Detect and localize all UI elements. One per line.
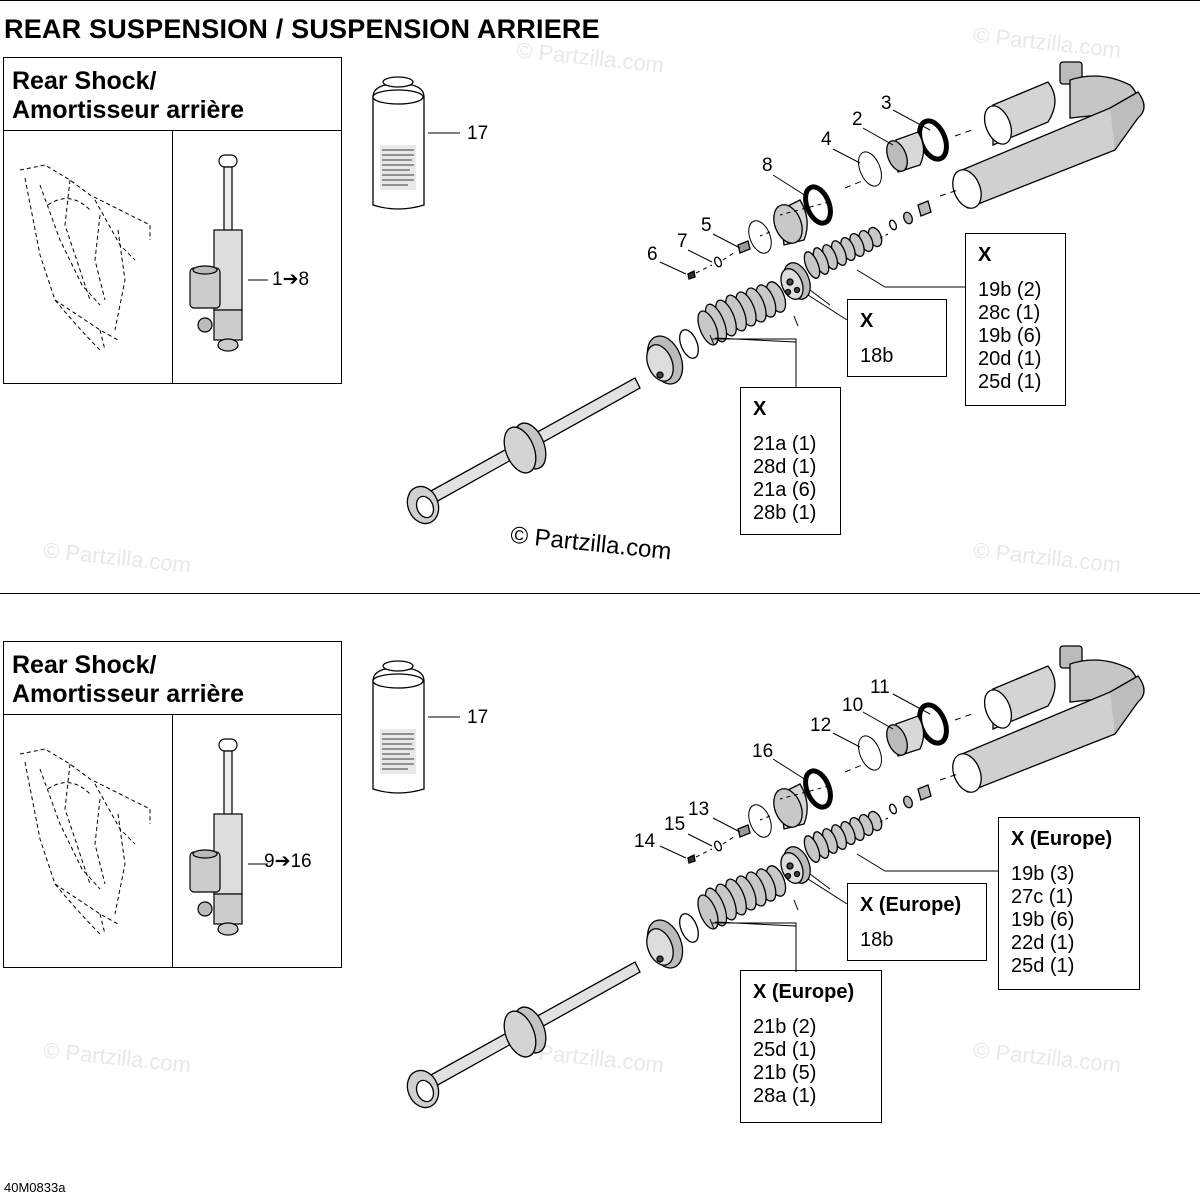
inset-divider <box>172 130 173 383</box>
parts-box-line: 21a (6) <box>753 479 817 501</box>
bottle-callout: 17 <box>467 707 489 728</box>
callout-4: 4 <box>821 129 832 150</box>
callout-7: 7 <box>677 231 688 252</box>
parts-box-line: 25d (1) <box>1011 955 1075 977</box>
callout-5: 5 <box>701 215 712 236</box>
panel-2-drawing <box>19 646 1144 1112</box>
parts-box-line: 21a (1) <box>753 433 817 455</box>
inset-title-line-2: Amortisseur arrière <box>12 96 245 124</box>
inset-callout: 1➔8 <box>272 269 310 290</box>
callout-15: 15 <box>664 814 686 835</box>
parts-box-a: X 18b <box>847 299 947 377</box>
parts-box-b: X 19b (2) 28c (1) 19b (6) 20d (1) 25d (1… <box>965 233 1066 406</box>
inset-title-line-1: Rear Shock/ <box>12 651 157 679</box>
page-title: REAR SUSPENSION / SUSPENSION ARRIERE <box>4 14 600 44</box>
parts-box-line: 19b (3) <box>1011 863 1075 885</box>
panel-1-drawing <box>19 62 1144 528</box>
parts-box-header: X <box>978 244 992 266</box>
inset-title-area: Rear Shock/ Amortisseur arrière <box>4 58 341 131</box>
parts-box-c: X 21a (1) 28d (1) 21a (6) 28b (1) <box>740 387 841 535</box>
inset-title-line-1: Rear Shock/ <box>12 67 157 95</box>
parts-box-line: 21b (2) <box>753 1016 817 1038</box>
callout-14: 14 <box>634 831 656 852</box>
callout-8: 8 <box>762 155 773 176</box>
callout-11: 11 <box>870 677 890 698</box>
parts-box-line: 20d (1) <box>978 348 1042 370</box>
parts-box-line: 21b (5) <box>753 1062 817 1084</box>
parts-box-line: 25d (1) <box>753 1039 817 1061</box>
parts-box-a: X (Europe) 18b <box>847 883 987 961</box>
callout-13: 13 <box>688 799 710 820</box>
callout-2: 2 <box>852 109 863 130</box>
top-rule <box>0 0 1200 1</box>
parts-box-header: X <box>753 398 767 420</box>
parts-box-header: X (Europe) <box>860 894 962 916</box>
parts-box-line: 25d (1) <box>978 371 1042 393</box>
parts-box-line: 28d (1) <box>753 456 817 478</box>
parts-box-b: X (Europe) 19b (3) 27c (1) 19b (6) 22d (… <box>998 817 1140 990</box>
inset-box: Rear Shock/ Amortisseur arrière <box>3 641 342 968</box>
inset-title-area: Rear Shock/ Amortisseur arrière <box>4 642 341 715</box>
inset-callout: 9➔16 <box>264 851 312 872</box>
parts-box-line: 18b <box>860 345 894 367</box>
parts-box-line: 19b (2) <box>978 279 1042 301</box>
parts-box-c: X (Europe) 21b (2) 25d (1) 21b (5) 28a (… <box>740 970 882 1123</box>
parts-box-line: 28c (1) <box>978 302 1041 324</box>
bottle-callout: 17 <box>467 123 489 144</box>
callout-16: 16 <box>752 741 774 762</box>
parts-box-line: 18b <box>860 929 894 951</box>
callout-3: 3 <box>881 93 892 114</box>
parts-box-line: 28b (1) <box>753 502 817 524</box>
panel-separator <box>0 593 1200 594</box>
parts-box-header: X (Europe) <box>1011 828 1113 850</box>
parts-box-header: X <box>860 310 874 332</box>
parts-box-line: 27c (1) <box>1011 886 1074 908</box>
parts-box-line: 19b (6) <box>1011 909 1075 931</box>
inset-divider <box>172 714 173 967</box>
drawing-reference: 40M0833a <box>4 1180 66 1195</box>
parts-box-line: 28a (1) <box>753 1085 817 1107</box>
parts-box-line: 19b (6) <box>978 325 1042 347</box>
inset-title-line-2: Amortisseur arrière <box>12 680 245 708</box>
inset-box: Rear Shock/ Amortisseur arrière <box>3 57 342 384</box>
callout-6: 6 <box>647 244 658 265</box>
callout-10: 10 <box>842 695 864 716</box>
parts-box-header: X (Europe) <box>753 981 855 1003</box>
parts-box-line: 22d (1) <box>1011 932 1075 954</box>
callout-12: 12 <box>810 715 832 736</box>
